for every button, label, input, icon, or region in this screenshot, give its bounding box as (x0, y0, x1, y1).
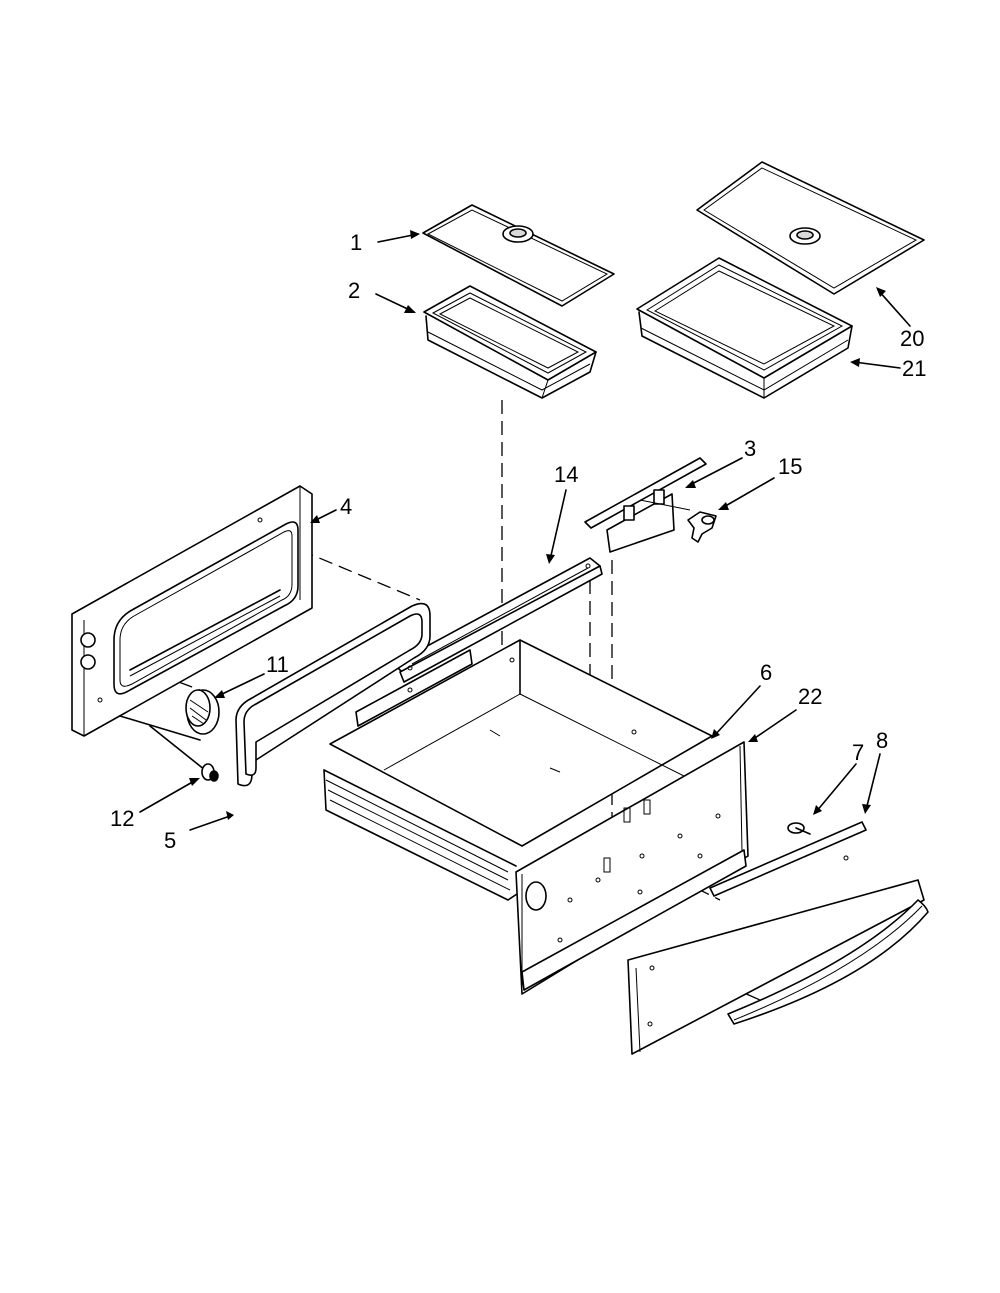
callout-14: 14 (554, 462, 578, 487)
large-pan (636, 257, 853, 399)
clip (687, 511, 717, 543)
callout-15: 15 (778, 454, 802, 479)
screw (787, 822, 811, 835)
callout-8: 8 (876, 728, 888, 753)
door-gasket (235, 602, 431, 787)
bracket (584, 457, 707, 553)
leader-8 (862, 753, 881, 814)
leader-arrows (139, 230, 911, 831)
callout-1: 1 (350, 230, 362, 255)
leader-20 (876, 287, 911, 327)
small-pan (423, 285, 597, 399)
leader-3 (685, 457, 743, 488)
leader-14 (546, 489, 567, 564)
callout-11: 11 (266, 652, 289, 677)
callout-2: 2 (348, 278, 360, 303)
handle-trim (709, 821, 867, 897)
drawer-front (627, 855, 929, 1055)
large-pan-lid (696, 161, 925, 295)
leader-6 (711, 685, 761, 739)
callout-22: 22 (798, 684, 822, 709)
leader-21 (850, 358, 901, 369)
callout-20: 20 (900, 326, 924, 351)
small-pan-lid (422, 204, 615, 307)
callout-6: 6 (760, 660, 772, 685)
top-rail (393, 557, 603, 683)
callout-21: 21 (902, 356, 926, 381)
callout-5: 5 (164, 828, 176, 853)
leader-4 (310, 509, 337, 523)
leader-5 (189, 811, 234, 831)
leader-2 (375, 293, 416, 313)
drawer-body (323, 639, 713, 901)
callout-3: 3 (744, 436, 756, 461)
front-panel (515, 741, 749, 995)
callout-labels: 1 2 20 21 14 3 15 4 11 6 22 7 8 12 5 (110, 230, 926, 853)
leader-7 (813, 763, 857, 815)
leader-22 (748, 709, 797, 742)
left-side-panel (71, 485, 313, 737)
leader-12 (139, 778, 200, 813)
leader-1 (377, 230, 420, 243)
leader-11 (214, 673, 265, 698)
callout-7: 7 (852, 740, 864, 765)
switch-shaft (119, 715, 219, 782)
leader-15 (718, 477, 775, 510)
callout-4: 4 (340, 494, 352, 519)
knob (185, 689, 220, 735)
callout-12: 12 (110, 806, 134, 831)
